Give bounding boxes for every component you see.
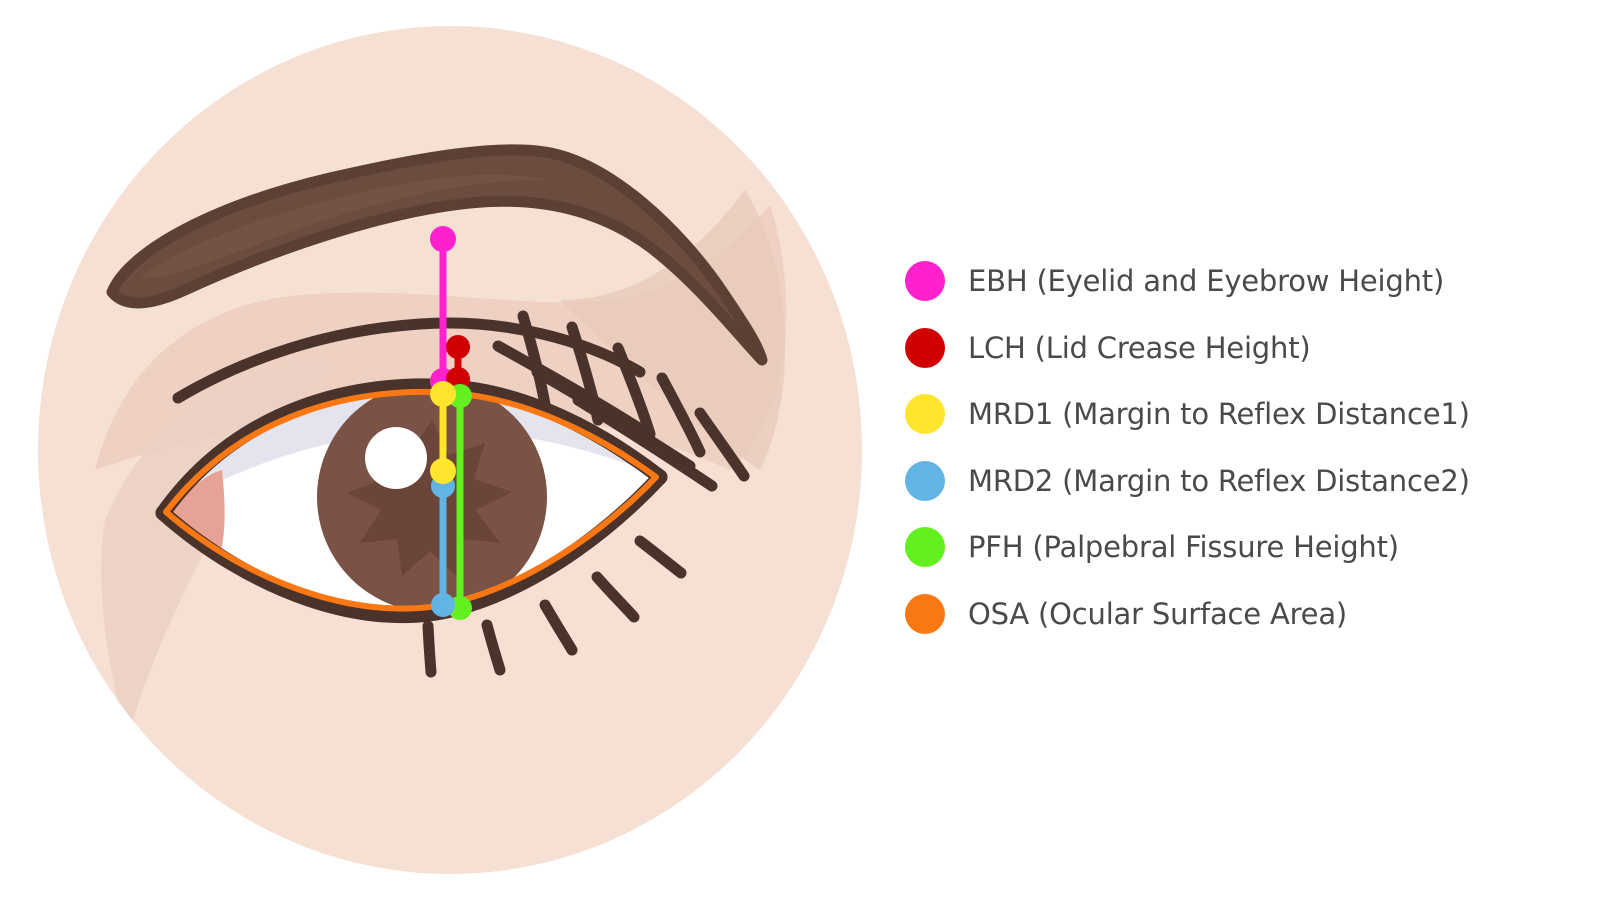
- mrd1-top-point: [430, 381, 456, 407]
- mrd2-swatch-icon: [905, 460, 945, 501]
- lower-eyelashes: [422, 535, 687, 678]
- legend-label-ebh: EBH (Eyelid and Eyebrow Height): [968, 264, 1445, 299]
- eyebrow: [106, 144, 768, 366]
- mrd2-bottom-point: [431, 593, 455, 617]
- osa-swatch-icon: [905, 593, 945, 634]
- legend-label-lch: LCH (Lid Crease Height): [968, 330, 1311, 365]
- legend-item-pfh: PFH (Palpebral Fissure Height): [905, 514, 1525, 581]
- osa-outline: [163, 388, 659, 612]
- legend-label-pfh: PFH (Palpebral Fissure Height): [968, 530, 1399, 565]
- legend-label-mrd1: MRD1 (Margin to Reflex Distance1): [968, 397, 1470, 432]
- pfh-swatch-icon: [905, 527, 945, 568]
- corneal-highlight: [365, 427, 427, 489]
- caruncle: [167, 470, 225, 562]
- legend-item-ebh: EBH (Eyelid and Eyebrow Height): [905, 248, 1525, 315]
- eye-illustration: [38, 26, 862, 874]
- legend-item-mrd1: MRD1 (Margin to Reflex Distance1): [905, 381, 1525, 448]
- lch-top-point: [446, 335, 470, 359]
- mrd1-bottom-point: [430, 458, 456, 484]
- ebh-top-point: [430, 226, 456, 252]
- eyebrow-highlight: [140, 174, 548, 279]
- ebh-swatch-icon: [905, 261, 945, 302]
- upper-eyelashes: [492, 310, 750, 492]
- mrd1-swatch-icon: [905, 394, 945, 435]
- lch-swatch-icon: [905, 327, 945, 368]
- legend-label-mrd2: MRD2 (Margin to Reflex Distance2): [968, 463, 1470, 498]
- legend-item-lch: LCH (Lid Crease Height): [905, 315, 1525, 382]
- mrd1-measure: [430, 381, 456, 484]
- legend-label-osa: OSA (Ocular Surface Area): [968, 596, 1348, 631]
- legend-item-osa: OSA (Ocular Surface Area): [905, 581, 1525, 648]
- cheek-shadow: [101, 361, 330, 740]
- temple-shadow: [560, 190, 786, 470]
- legend-item-mrd2: MRD2 (Margin to Reflex Distance2): [905, 448, 1525, 515]
- legend: EBH (Eyelid and Eyebrow Height) LCH (Lid…: [905, 248, 1525, 647]
